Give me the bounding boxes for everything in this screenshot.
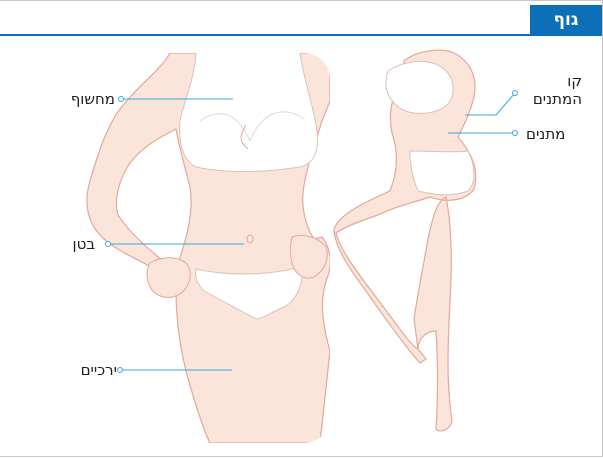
label-thighs: ירכיים xyxy=(81,361,117,379)
front-bra xyxy=(180,53,318,172)
side-figure xyxy=(334,50,476,431)
leader-thighs-dot xyxy=(118,368,123,373)
front-figure xyxy=(80,53,330,443)
label-chest: מחשוף xyxy=(71,90,115,108)
side-briefs xyxy=(410,151,474,195)
leader-belly-dot xyxy=(106,242,111,247)
leader-waist-dot xyxy=(513,131,518,136)
label-belly: בטן xyxy=(73,235,96,253)
leader-chest-dot xyxy=(119,97,124,102)
leader-waistline-dot xyxy=(513,91,518,96)
left-hand xyxy=(147,258,190,298)
side-bra xyxy=(386,61,453,113)
label-waistline: קו המתנים xyxy=(526,72,582,108)
label-waist: מתנים xyxy=(526,125,565,143)
